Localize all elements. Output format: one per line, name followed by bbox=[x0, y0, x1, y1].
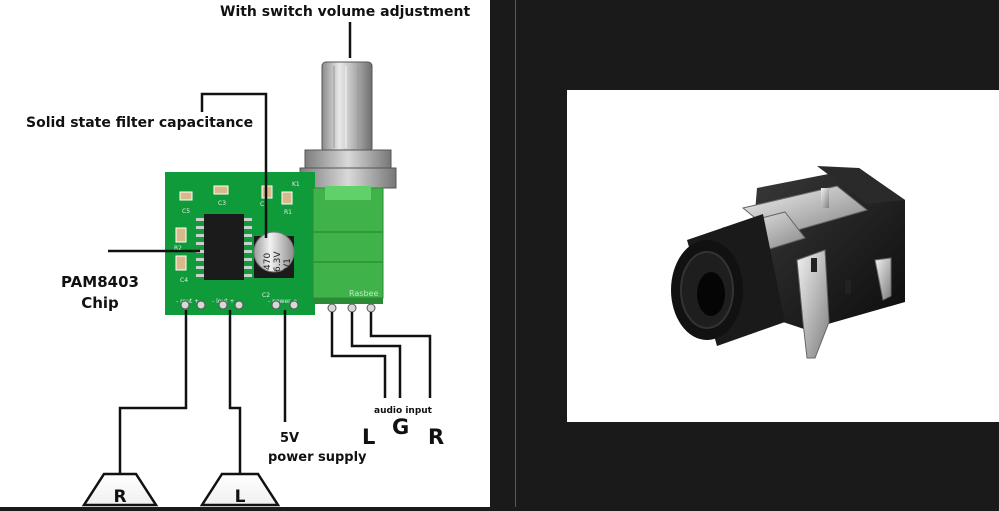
audio-pin-right-label: R bbox=[428, 425, 444, 449]
silk-c5: C5 bbox=[182, 208, 190, 215]
power-supply-label: power supply bbox=[268, 450, 367, 465]
silk-r1: R1 bbox=[284, 209, 292, 216]
speaker-left: L bbox=[199, 472, 281, 507]
volume-switch-label: With switch volume adjustment bbox=[220, 4, 470, 20]
cap-value-print: 470 bbox=[263, 253, 273, 270]
power-voltage-label: 5V bbox=[280, 431, 299, 446]
cap-voltage-print: 6.3V bbox=[273, 251, 283, 272]
chip-word-label: Chip bbox=[81, 294, 119, 312]
silk-c2: C2 bbox=[262, 292, 270, 299]
audio-input-label: audio input bbox=[374, 406, 433, 416]
audio-jack-photo bbox=[567, 90, 999, 422]
wiring-lines bbox=[108, 22, 432, 474]
silk-r2: R2 bbox=[174, 245, 182, 252]
amplifier-wiring-diagram: 470 6.3V V1 C5 C3 R2 C4 K1 C1 C2 R1 - ro… bbox=[0, 0, 490, 507]
wiring-diagram-svg: 470 6.3V V1 C5 C3 R2 C4 K1 C1 C2 R1 - ro… bbox=[26, 4, 470, 507]
speaker-left-label: L bbox=[235, 487, 246, 507]
potentiometer-body: Rasbee bbox=[312, 186, 384, 313]
audio-jack-svg bbox=[671, 166, 905, 359]
panel-divider bbox=[515, 0, 516, 507]
watermark-text: Rasbee bbox=[349, 289, 378, 298]
silk-c4: C4 bbox=[180, 277, 188, 284]
silk-k1: K1 bbox=[292, 181, 300, 188]
audio-pin-ground-label: G bbox=[392, 415, 409, 439]
audio-pin-left-label: L bbox=[362, 425, 375, 449]
speaker-right: R bbox=[81, 472, 159, 507]
potentiometer bbox=[299, 61, 397, 189]
speaker-right-label: R bbox=[113, 487, 126, 507]
silk-c1: C1 bbox=[260, 201, 268, 208]
filter-capacitance-label: Solid state filter capacitance bbox=[26, 115, 253, 131]
chip-name-label: PAM8403 bbox=[61, 273, 139, 291]
filter-capacitor: 470 6.3V V1 bbox=[253, 231, 295, 278]
silk-c3: C3 bbox=[218, 200, 226, 207]
cap-code-print: V1 bbox=[283, 258, 293, 270]
silk-power: - power + bbox=[268, 298, 298, 305]
pcb-board: 470 6.3V V1 C5 C3 R2 C4 K1 C1 C2 R1 - ro… bbox=[165, 172, 315, 315]
pam8403-chip-package bbox=[204, 214, 244, 280]
